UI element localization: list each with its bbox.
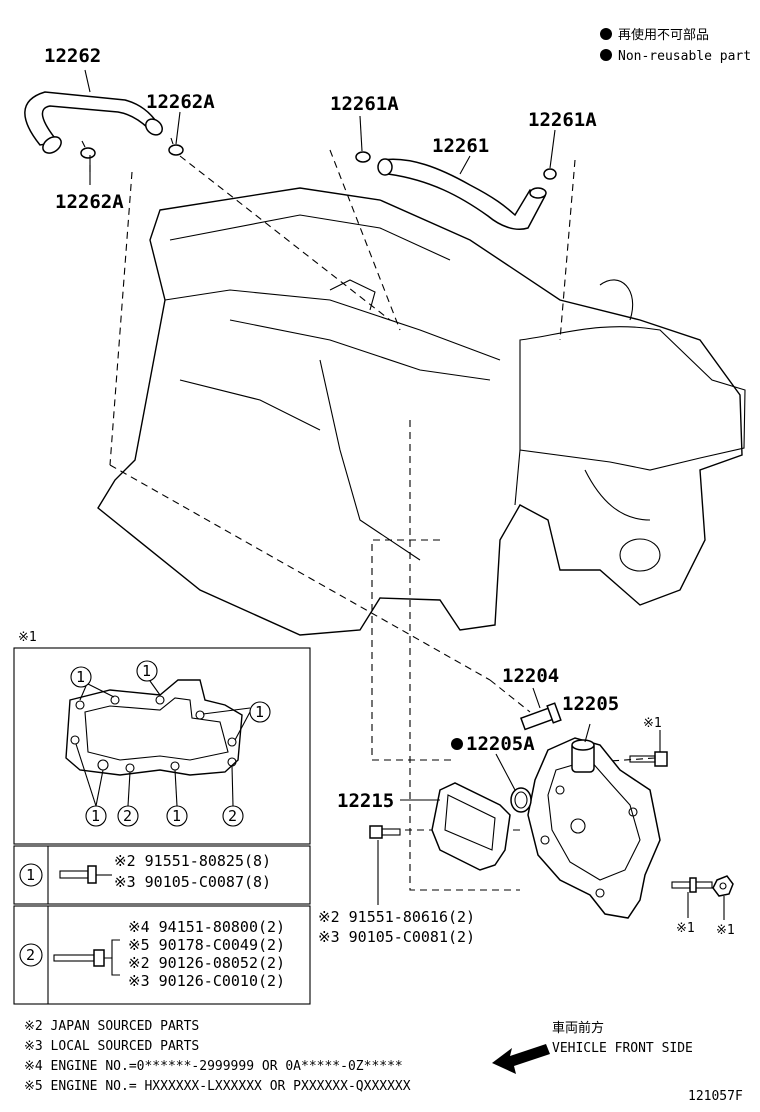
- svg-text:1: 1: [91, 807, 100, 825]
- bolt-top-right: [629, 730, 668, 767]
- note-2: ※2 JAPAN SOURCED PARTS: [24, 1019, 199, 1034]
- row-2-line-4: ※3 90126-C0010(2): [128, 972, 285, 990]
- detail-box-title: ※1: [18, 630, 37, 645]
- callout-12262: 12262: [44, 45, 101, 67]
- part-12215-separator: [400, 782, 511, 871]
- detail-box-frame: [13, 647, 311, 845]
- svg-text:1: 1: [76, 668, 85, 686]
- row-2-line-2: ※5 90178-C0049(2): [128, 936, 285, 954]
- svg-text:1: 1: [172, 807, 181, 825]
- legend-en: Non-reusable part: [618, 49, 751, 64]
- detail-box: ※1 1 1 1 1 2 1 2: [13, 630, 311, 845]
- detail-circle-1b: 1: [136, 660, 158, 682]
- detail-circle-1d: 1: [85, 805, 107, 827]
- stud-and-nut-icon: [53, 939, 120, 976]
- part-12205A-oring: [451, 738, 532, 813]
- nut-bottom-right: [712, 875, 734, 920]
- row-1-id: 1: [26, 866, 35, 884]
- bolt-icon: [59, 865, 112, 884]
- row-2-line-3: ※2 90126-08052(2): [128, 954, 285, 972]
- row-2-id: 2: [26, 946, 35, 964]
- callout-12262A-top: 12262A: [146, 91, 215, 113]
- detail-circle-1a: 1: [70, 666, 92, 688]
- row-2-badge: [19, 943, 43, 967]
- non-reusable-dot-icon: [600, 49, 612, 61]
- row-1-line-2: ※3 90105-C0087(8): [114, 873, 271, 891]
- detail-circle-2a: 2: [117, 805, 139, 827]
- hose-12261: [355, 151, 557, 230]
- bolt-part-line-1: ※2 91551-80616(2): [318, 908, 475, 926]
- gasket-bolt-holes: [70, 695, 237, 773]
- detail-leaders: [75, 680, 251, 807]
- detail-circle-1c: 1: [249, 701, 271, 723]
- clip-12262A: [80, 137, 184, 159]
- svg-text:1: 1: [142, 662, 151, 680]
- callout-stud-mark: ※1: [676, 921, 695, 936]
- stud-bottom-right: [671, 877, 713, 918]
- row-2-line-1: ※4 94151-80800(2): [128, 918, 285, 936]
- table-row-2: 2 ※4 94151-80800(2) ※5 90178-C0049(2) ※2…: [19, 918, 285, 990]
- non-reusable-dot-icon: [600, 28, 612, 40]
- callout-nut-mark: ※1: [716, 923, 735, 938]
- callout-12261A-right: 12261A: [528, 109, 597, 131]
- callout-12261A-left: 12261A: [330, 93, 399, 115]
- top-leaders: [84, 69, 556, 185]
- detail-circle-1e: 1: [166, 805, 188, 827]
- callout-12262A-bottom: 12262A: [55, 191, 124, 213]
- guide-lines: [89, 149, 656, 891]
- non-reusable-dot-icon: [451, 738, 463, 750]
- svg-text:2: 2: [228, 807, 237, 825]
- svg-text:2: 2: [123, 807, 132, 825]
- hose-12262: [24, 91, 163, 154]
- callout-12205: 12205: [562, 693, 619, 715]
- front-direction: 車両前方 VEHICLE FRONT SIDE: [492, 1020, 693, 1074]
- callout-12215: 12215: [337, 790, 394, 812]
- direction-en: VEHICLE FRONT SIDE: [552, 1041, 693, 1056]
- legend-jp: 再使用不可部品: [618, 27, 709, 43]
- note-3: ※3 LOCAL SOURCED PARTS: [24, 1039, 199, 1054]
- note-4: ※4 ENGINE NO.=0******-2999999 OR 0A*****…: [24, 1059, 403, 1074]
- part-12205-cover: [527, 723, 661, 919]
- callout-12204: 12204: [502, 665, 559, 687]
- svg-text:1: 1: [255, 703, 264, 721]
- legend: 再使用不可部品 Non-reusable part: [600, 27, 751, 64]
- front-arrow-icon: [492, 1044, 550, 1074]
- callout-12205A: 12205A: [466, 733, 535, 755]
- row-1-line-1: ※2 91551-80825(8): [114, 852, 271, 870]
- row-1-badge: [19, 863, 43, 887]
- notes: ※2 JAPAN SOURCED PARTS ※3 LOCAL SOURCED …: [24, 1019, 411, 1094]
- fastener-table: 1 ※2 91551-80825(8) ※3 90105-C0087(8) 2 …: [13, 845, 311, 1005]
- callout-bolt-mark: ※1: [643, 716, 662, 731]
- engine-block: [97, 187, 746, 636]
- bolt-12215: [369, 825, 401, 905]
- direction-jp: 車両前方: [552, 1020, 604, 1036]
- table-row-1: 1 ※2 91551-80825(8) ※3 90105-C0087(8): [19, 852, 271, 891]
- callout-12261: 12261: [432, 135, 489, 157]
- part-12204-sensor: [520, 687, 562, 731]
- detail-circle-2b: 2: [222, 805, 244, 827]
- figure-id: 121057F: [688, 1089, 743, 1104]
- bolt-part-line-2: ※3 90105-C0081(2): [318, 928, 475, 946]
- note-5: ※5 ENGINE NO.= HXXXXXX-LXXXXXX OR PXXXXX…: [24, 1079, 411, 1094]
